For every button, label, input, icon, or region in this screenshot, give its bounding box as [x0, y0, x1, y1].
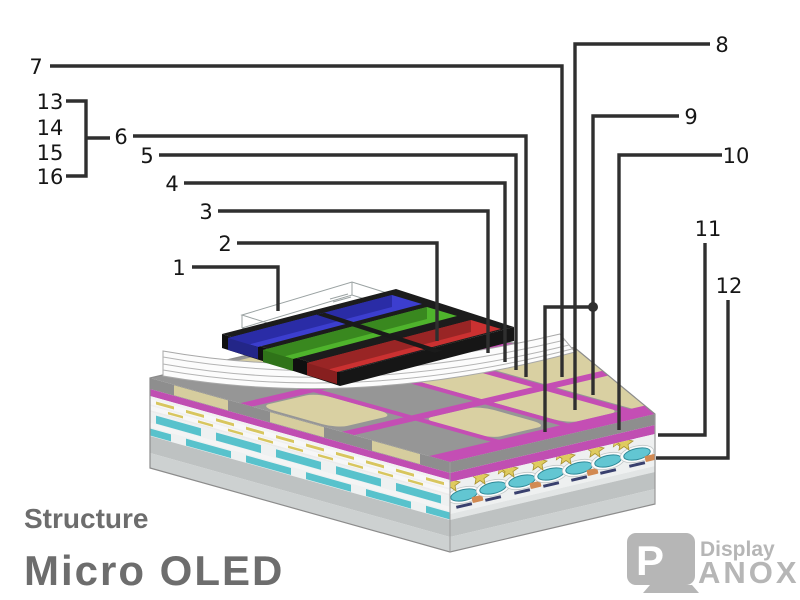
- cyan-trace: [186, 438, 231, 459]
- callout-label-7: 7: [29, 55, 42, 79]
- callout-label-10: 10: [723, 144, 750, 168]
- leader-line-12: [656, 300, 730, 460]
- leader-line-10: [617, 153, 722, 430]
- leader-line-5: [159, 153, 518, 370]
- leader-junction-dot: [588, 302, 598, 312]
- glass-slit-mark: [329, 293, 352, 303]
- logo-icon-letter: P: [636, 537, 664, 584]
- callout-label-13: 13: [37, 90, 64, 114]
- left-face-layers: [150, 378, 450, 553]
- cyan-trace: [276, 449, 321, 470]
- cyan-trace: [336, 466, 381, 487]
- callout-labels: 1 2 3 4 5 6 7 8 9 10 11 12 13 14 15 16: [29, 33, 749, 298]
- monitor-icon: [627, 533, 695, 585]
- cyan-trace: [366, 488, 411, 509]
- transistor-detail-strip: [450, 434, 655, 509]
- substrate-side: [150, 436, 450, 538]
- logo-brand-top: Display: [700, 538, 775, 561]
- callout-label-1: 1: [172, 256, 185, 280]
- callout-label-4: 4: [165, 172, 178, 196]
- leader-line-6: [133, 134, 528, 377]
- callout-label-2: 2: [218, 232, 231, 256]
- layer-stack-illustration: [149, 281, 656, 553]
- leader-line-9-branch: [543, 305, 593, 432]
- substrate-side: [450, 488, 655, 552]
- cyan-trace: [246, 455, 291, 475]
- callout-leader-lines: [50, 42, 730, 460]
- callout-label-9: 9: [684, 105, 697, 129]
- callout-label-5: 5: [140, 144, 153, 168]
- diagram-title: Micro OLED: [24, 547, 284, 594]
- callout-label-6: 6: [114, 125, 127, 149]
- leader-line-3: [218, 209, 490, 353]
- leader-line-8: [573, 42, 710, 410]
- cyan-trace: [306, 472, 351, 492]
- callout-label-12: 12: [716, 274, 743, 298]
- cyan-trace: [216, 432, 261, 454]
- leader-line-2: [237, 241, 439, 341]
- callout-label-11: 11: [695, 217, 722, 241]
- tan-patch: [428, 407, 541, 437]
- leader-line-7: [50, 64, 564, 377]
- leader-line-4: [184, 181, 507, 362]
- callout-label-3: 3: [199, 200, 212, 224]
- callout-label-16: 16: [37, 165, 64, 189]
- cyan-trace: [396, 482, 441, 504]
- monitor-stand: [643, 585, 699, 593]
- diagram-subtitle: Structure: [24, 503, 148, 534]
- callout-label-8: 8: [715, 33, 728, 57]
- leader-line-9: [591, 114, 679, 395]
- gate-contact: [471, 494, 484, 503]
- substrate-side: [450, 471, 655, 537]
- leader-line-11: [658, 243, 707, 437]
- magenta-layer-side: [150, 389, 450, 481]
- callout-label-15: 15: [37, 141, 64, 165]
- tan-patch: [266, 394, 388, 427]
- callout-bracket-13-16: [66, 99, 110, 178]
- cyan-trace: [156, 415, 201, 437]
- magenta-edge-band: [408, 381, 655, 462]
- cyan-trace: [150, 428, 171, 442]
- magenta-line: [321, 357, 655, 440]
- panox-display-logo: P Display ANOX: [627, 533, 800, 593]
- rgb-color-filter: [222, 289, 514, 386]
- black-matrix-cross: [316, 312, 443, 353]
- logo-brand-bottom: ANOX: [698, 555, 800, 590]
- callout-label-14: 14: [37, 116, 64, 140]
- cyan-trace: [426, 505, 450, 520]
- substrate-side: [150, 453, 450, 553]
- magenta-layer-side: [450, 424, 655, 482]
- leader-line-1: [192, 265, 280, 311]
